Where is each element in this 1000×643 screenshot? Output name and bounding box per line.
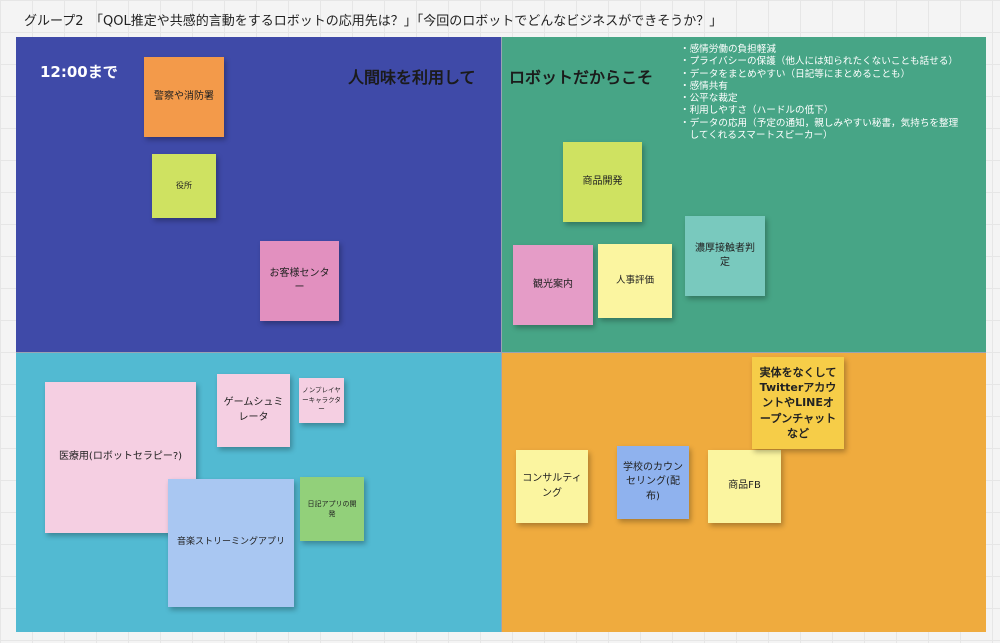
bullet-item: ・データの応用（予定の通知，親しみやすい秘書，気持ちを整理 — [680, 117, 959, 129]
sticky-note-city-office[interactable]: 役所 — [152, 154, 216, 218]
sticky-note-consulting[interactable]: コンサルティング — [516, 450, 588, 523]
bullet-item: ・データをまとめやすい（日記等にまとめることも） — [680, 68, 911, 80]
robot-advantages-list[interactable]: ・感情労働の負担軽減 ・プライバシーの保護（他人には知られたくないことも話せる）… — [680, 44, 980, 142]
quadrant-label-robot[interactable]: ロボットだからこそ — [509, 68, 654, 87]
sticky-note-school-counseling[interactable]: 学校のカウンセリング(配布) — [617, 446, 689, 519]
vertical-divider — [501, 37, 502, 632]
sticky-note-contact-tracing[interactable]: 濃厚接触者判定 — [685, 216, 765, 296]
quadrant-label-human[interactable]: 人間味を利用して — [348, 68, 476, 87]
sticky-note-npc[interactable]: ノンプレイヤーキャラクター — [299, 378, 344, 423]
horizontal-divider — [16, 352, 986, 353]
bullet-item: ・利用しやすさ（ハードルの低下） — [680, 105, 834, 117]
time-label[interactable]: 12:00まで — [40, 63, 118, 81]
quadrant-top-left[interactable] — [16, 37, 502, 352]
sticky-note-diary-app[interactable]: 日記アプリの開発 — [300, 477, 364, 541]
sticky-note-customer-center[interactable]: お客様センター — [260, 241, 339, 321]
sticky-note-product-dev[interactable]: 商品開発 — [563, 142, 642, 222]
bullet-item: ・感情労働の負担軽減 — [680, 44, 776, 55]
sticky-note-hr-eval[interactable]: 人事評価 — [598, 244, 672, 318]
board-title: グループ2 「QOL推定や共感的言動をするロボットの応用先は？」「今回のロボット… — [24, 14, 723, 29]
sticky-note-product-fb[interactable]: 商品FB — [708, 450, 781, 523]
sticky-note-music-app[interactable]: 音楽ストリーミングアプリ — [168, 479, 294, 607]
bullet-item: ・感情共有 — [680, 80, 728, 92]
sticky-note-game-sim[interactable]: ゲームシュミレータ — [217, 374, 290, 447]
bullet-item: ・プライバシーの保護（他人には知られたくないことも話せる） — [680, 56, 959, 68]
bullet-item: してくれるスマートスピーカー） — [680, 130, 833, 142]
sticky-note-virtual[interactable]: 実体をなくしてTwitterアカウントやLINEオープンチャットなど — [752, 357, 844, 449]
sticky-note-tourism[interactable]: 観光案内 — [513, 245, 593, 325]
sticky-note-police[interactable]: 警察や消防署 — [144, 57, 224, 137]
bullet-item: ・公平な裁定 — [680, 93, 738, 105]
